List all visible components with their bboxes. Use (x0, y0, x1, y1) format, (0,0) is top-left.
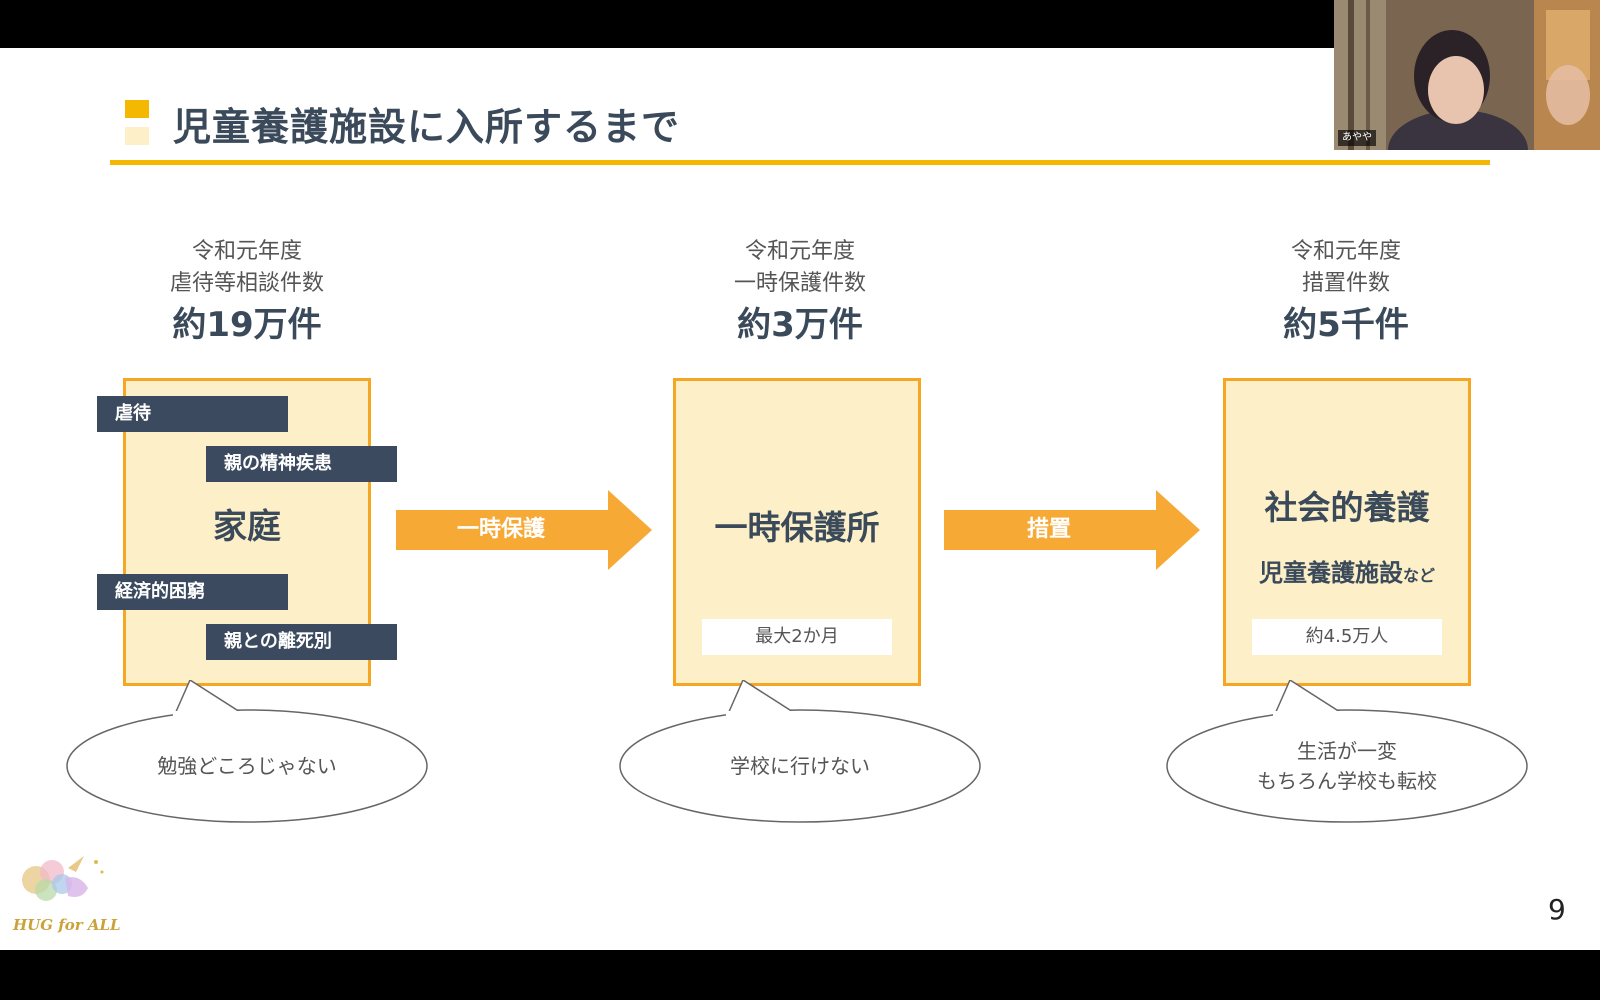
arrow-label: 一時保護 (456, 517, 545, 542)
speech-bubble-shelter: 学校に行けない (618, 680, 982, 826)
title-underline (110, 160, 1490, 165)
card-temporary-shelter: 一時保護所 最大2か月 (673, 378, 921, 686)
bubble-text-line2: もちろん学校も転校 (1257, 769, 1437, 793)
bubble-shape (1166, 680, 1528, 823)
card-sublabel-main: 児童養護施設 (1258, 559, 1403, 587)
arrow-placement: 措置 (944, 490, 1200, 570)
hug-for-all-logo: HUG for ALL (10, 848, 130, 938)
unicorn-icon (22, 856, 104, 901)
arrow-shape (396, 490, 652, 570)
stat-metric: 措置件数 (1301, 271, 1390, 296)
speech-bubble-family: 勉強どころじゃない (65, 680, 429, 826)
bubble-text: 勉強どころじゃない (157, 754, 337, 778)
participant-video-feed (1334, 0, 1600, 150)
card-label: 社会的養護 (1264, 488, 1430, 527)
stat-year: 令和元年度 (744, 239, 855, 264)
bubble-text: 学校に行けない (730, 754, 870, 778)
stat-consultations: 令和元年度 虐待等相談件数 約19万件 (97, 236, 397, 348)
bubble-shape (619, 680, 981, 823)
title-marker-top (125, 100, 149, 118)
arrow-label: 措置 (1026, 517, 1071, 542)
card-note: 約4.5万人 (1252, 619, 1442, 655)
tag-parent-separation: 親との離死別 (206, 624, 397, 660)
stat-year: 令和元年度 (1290, 239, 1401, 264)
bubble-shape (66, 680, 428, 823)
card-note: 最大2か月 (702, 619, 892, 655)
presentation-slide: 児童養護施設に入所するまで 令和元年度 虐待等相談件数 約19万件 令和元年度 … (0, 48, 1600, 950)
page-number: 9 (1548, 893, 1566, 926)
stat-count: 約19万件 (172, 305, 322, 345)
card-social-care: 社会的養護 児童養護施設など 約4.5万人 (1223, 378, 1471, 686)
participant-name: あやや (1338, 130, 1376, 146)
card-label: 一時保護所 (714, 508, 880, 547)
card-label: 家庭 (213, 507, 281, 547)
arrow-shape (944, 490, 1200, 570)
stat-placements: 令和元年度 措置件数 約5千件 (1196, 236, 1496, 348)
stat-metric: 虐待等相談件数 (169, 271, 324, 296)
bubble-text-line1: 生活が一変 (1297, 739, 1397, 763)
title-marker-bottom (125, 127, 149, 145)
stat-temporary-protection: 令和元年度 一時保護件数 約3万件 (650, 236, 950, 348)
stat-year: 令和元年度 (191, 239, 302, 264)
participant-video[interactable]: あやや (1334, 0, 1600, 150)
slide-title: 児童養護施設に入所するまで (173, 105, 681, 149)
card-sublabel-suffix: など (1402, 566, 1435, 585)
tag-parent-mental-illness: 親の精神疾患 (206, 446, 397, 482)
tag-abuse: 虐待 (97, 396, 288, 432)
bottom-letterbox (0, 950, 1600, 1000)
arrow-temporary-protection: 一時保護 (396, 490, 652, 570)
logo-text: HUG for ALL (13, 916, 121, 934)
stat-count: 約3万件 (737, 305, 863, 345)
tag-economic-hardship: 経済的困窮 (97, 574, 288, 610)
speech-bubble-social-care: 生活が一変 もちろん学校も転校 (1165, 680, 1529, 826)
card-sublabel: 児童養護施設など (1226, 553, 1468, 588)
stat-metric: 一時保護件数 (733, 271, 866, 296)
stat-count: 約5千件 (1283, 305, 1409, 345)
